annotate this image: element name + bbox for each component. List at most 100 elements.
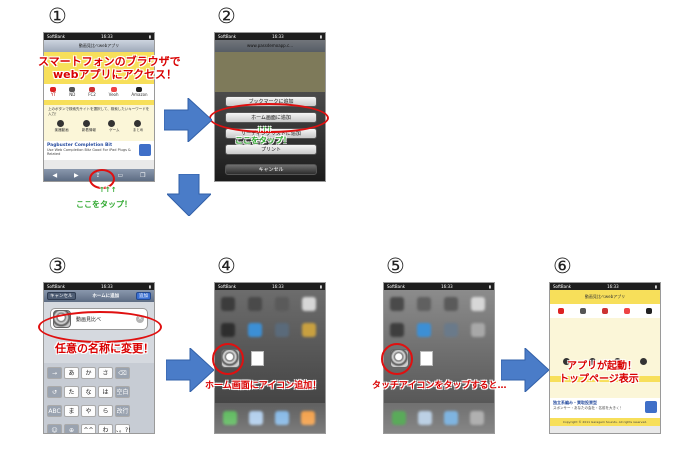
category-icon[interactable] — [639, 358, 647, 365]
step-number-2: ② — [217, 4, 236, 28]
category-icon[interactable] — [563, 358, 571, 365]
category-icon[interactable] — [614, 358, 622, 365]
arrow-right-5-to-6 — [501, 348, 549, 392]
keyboard-key[interactable]: ⌫ — [115, 367, 130, 379]
site-icon-amazon[interactable]: Amazon — [131, 87, 148, 97]
app-icon-blurred — [417, 323, 431, 337]
category-icons — [48, 120, 150, 127]
app-icon-blurred — [444, 297, 458, 311]
site-icon[interactable] — [624, 308, 630, 314]
category-icon[interactable] — [108, 120, 116, 127]
app-icon-blurred — [221, 323, 235, 337]
tabs-icon[interactable]: ❐ — [140, 171, 146, 179]
category-icon[interactable] — [588, 358, 596, 365]
keyboard-key[interactable]: か — [81, 367, 96, 379]
ad-arrow-icon[interactable] — [139, 144, 151, 156]
dock-icon-blurred — [470, 411, 484, 425]
nav-add-button[interactable]: 追加 — [136, 292, 151, 300]
keyboard-key[interactable]: ABC — [47, 405, 62, 417]
app-icon-blurred — [417, 297, 431, 311]
site-icon[interactable] — [602, 308, 608, 314]
keyboard-key[interactable]: や — [81, 405, 96, 417]
ad-banner[interactable]: Pagbuster Completion Bit Use Web Complet… — [44, 141, 154, 160]
app-icon-blurred — [471, 323, 485, 337]
callout-top-page: トップページ表示 — [559, 374, 639, 385]
ad-banner[interactable]: 独立系編み・買取投資型 スポンサー・あなたの会社・名前を大きく！ — [550, 398, 660, 418]
app-icon-blurred — [302, 297, 316, 311]
cancel-button[interactable]: キャンセル — [225, 164, 317, 175]
keyboard-key[interactable]: ⊕ — [64, 424, 79, 433]
app-icon-blurred — [221, 297, 235, 311]
step-number-4: ④ — [217, 254, 236, 278]
folder-icon — [251, 351, 264, 366]
site-icon-veoh[interactable]: Veoh — [109, 87, 119, 97]
keyboard-key[interactable]: さ — [98, 367, 113, 379]
keyboard-key[interactable]: わ — [98, 424, 113, 433]
copyright-footer: Copyright © 2011 Garagem Sounds. All rig… — [550, 418, 660, 426]
nav-cancel-button[interactable]: キャンセル — [47, 292, 76, 300]
status-bar: SoftBank 16:33 ▮ — [44, 33, 154, 40]
category-icon[interactable] — [133, 120, 141, 127]
nav-title: ホームに追加 — [92, 294, 120, 299]
ad-arrow-icon[interactable] — [645, 401, 657, 413]
step-number-1: ① — [48, 4, 67, 28]
keyboard-key[interactable]: ま — [64, 405, 79, 417]
forward-icon[interactable]: ▶ — [74, 171, 79, 179]
keyboard-key[interactable]: ら — [98, 405, 113, 417]
dock-icon-blurred — [392, 411, 406, 425]
app-icon-blurred — [275, 297, 289, 311]
app-icon-blurred — [444, 323, 458, 337]
keyboard-key[interactable]: た — [64, 386, 79, 398]
url-bar[interactable]: 動画見比べwebアプリ — [44, 40, 154, 52]
callout-tap-here-2: ここをタップ！ — [235, 136, 291, 145]
dock-icon-blurred — [301, 411, 315, 425]
keyboard-key[interactable]: ^^ — [81, 424, 96, 433]
divider-band — [550, 376, 660, 382]
highlight-ring-touch-icon — [381, 343, 413, 375]
app-icon-blurred — [302, 323, 316, 337]
dock-icon-blurred — [223, 411, 237, 425]
info-text: 上のボタンで検索先サイトを選択して、検索したいキーワードを入力！ — [48, 107, 150, 116]
divider-band — [44, 100, 154, 105]
app-header-banner — [44, 52, 154, 84]
site-icon-nd[interactable]: ND — [69, 87, 75, 97]
app-icon-blurred — [390, 323, 404, 337]
highlight-ring-name-field — [38, 311, 162, 343]
keyboard-key[interactable]: な — [81, 386, 96, 398]
callout-tap-touch-icon: タッチアイコンをタップすると… — [372, 381, 507, 391]
site-icon[interactable] — [580, 308, 586, 314]
url-bar[interactable]: www.passdemoapp.c... — [215, 40, 325, 52]
site-nav-icons: YT ND FC2 Veoh Amazon — [44, 84, 154, 100]
keyboard-key[interactable]: ↺ — [47, 386, 62, 398]
callout-access-line1: スマートフォンのブラウザで — [38, 55, 181, 68]
keyboard-key[interactable]: → — [47, 367, 62, 379]
bookmarks-icon[interactable]: ▭ — [117, 171, 124, 179]
back-icon[interactable]: ◀ — [52, 171, 58, 179]
step-number-3: ③ — [48, 254, 67, 278]
callout-access-line2: webアプリにアクセス！ — [53, 68, 177, 81]
keyboard-key[interactable]: ☺ — [47, 424, 62, 433]
site-icon-youtube[interactable]: YT — [50, 87, 57, 97]
dock-icon-blurred — [275, 411, 289, 425]
site-icon-fc2[interactable]: FC2 — [88, 87, 96, 97]
category-icon[interactable] — [57, 120, 65, 127]
keyboard-key[interactable]: 空白 — [115, 386, 130, 398]
keyboard-key[interactable]: は — [98, 386, 113, 398]
site-icon[interactable] — [646, 308, 652, 314]
highlight-ring-new-icon — [212, 343, 244, 375]
app-icon-blurred — [275, 323, 289, 337]
category-icon[interactable] — [82, 120, 90, 127]
site-icon[interactable] — [558, 308, 564, 314]
site-nav-icons — [550, 304, 660, 318]
callout-tap-arrow-2: ↑↑↑ — [257, 126, 273, 133]
app-header-banner: 動画見比べwebアプリ — [550, 290, 660, 304]
keyboard-key[interactable]: 改行 — [115, 405, 130, 417]
print-button[interactable]: プリント — [225, 144, 317, 155]
carrier-label: SoftBank — [47, 34, 65, 39]
arrow-right-3-to-4 — [166, 348, 214, 392]
keyboard-key[interactable]: あ — [64, 367, 79, 379]
keyboard-key[interactable]: 、。?! — [115, 424, 131, 433]
